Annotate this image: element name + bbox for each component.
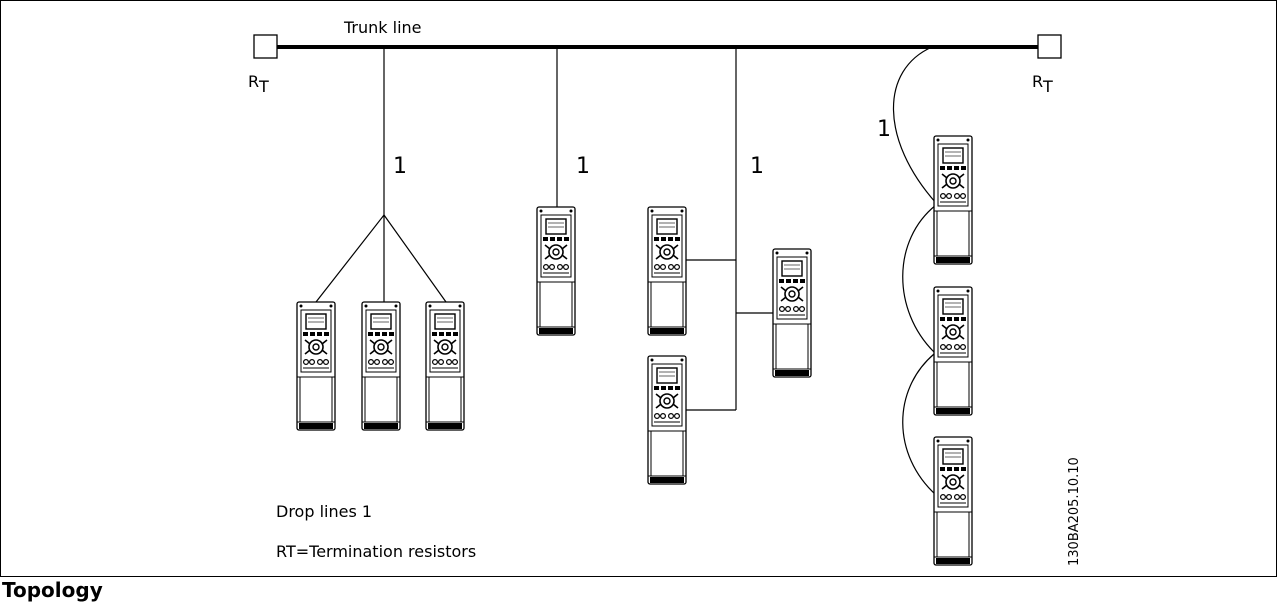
svg-text:R: R <box>1032 72 1043 91</box>
drive-unit <box>647 355 687 485</box>
diagram-frame <box>0 0 1277 577</box>
svg-text:T: T <box>258 77 269 96</box>
drive-unit <box>296 301 336 431</box>
drive-unit <box>361 301 401 431</box>
termination-resistor-left <box>253 34 278 59</box>
drop-line-star <box>315 47 447 303</box>
legend-termination: RT=Termination resistors <box>276 542 476 561</box>
drive-unit <box>933 286 973 416</box>
drive-unit <box>425 301 465 431</box>
drive-unit <box>647 206 687 336</box>
drop-label-1: 1 <box>393 154 407 179</box>
figure-id: 130BA205.10.10 <box>1067 457 1082 566</box>
resistor-label-left: R T <box>248 72 269 96</box>
drop-line-branch <box>686 47 773 411</box>
drop-label-2: 1 <box>576 154 590 179</box>
trunk-line-label: Trunk line <box>343 18 422 37</box>
drop-line-daisy-chain <box>892 46 937 496</box>
drive-unit <box>933 135 973 265</box>
svg-text:R: R <box>248 72 259 91</box>
resistor-label-right: R T <box>1032 72 1053 96</box>
figure-caption: Topology <box>2 578 103 602</box>
legend-drop-lines: Drop lines 1 <box>276 502 372 521</box>
drive-unit <box>933 436 973 566</box>
drop-label-4: 1 <box>877 117 891 142</box>
drive-unit <box>772 248 812 378</box>
svg-text:T: T <box>1042 77 1053 96</box>
drop-label-3: 1 <box>750 154 764 179</box>
termination-resistor-right <box>1037 34 1062 59</box>
drive-unit <box>536 206 576 336</box>
